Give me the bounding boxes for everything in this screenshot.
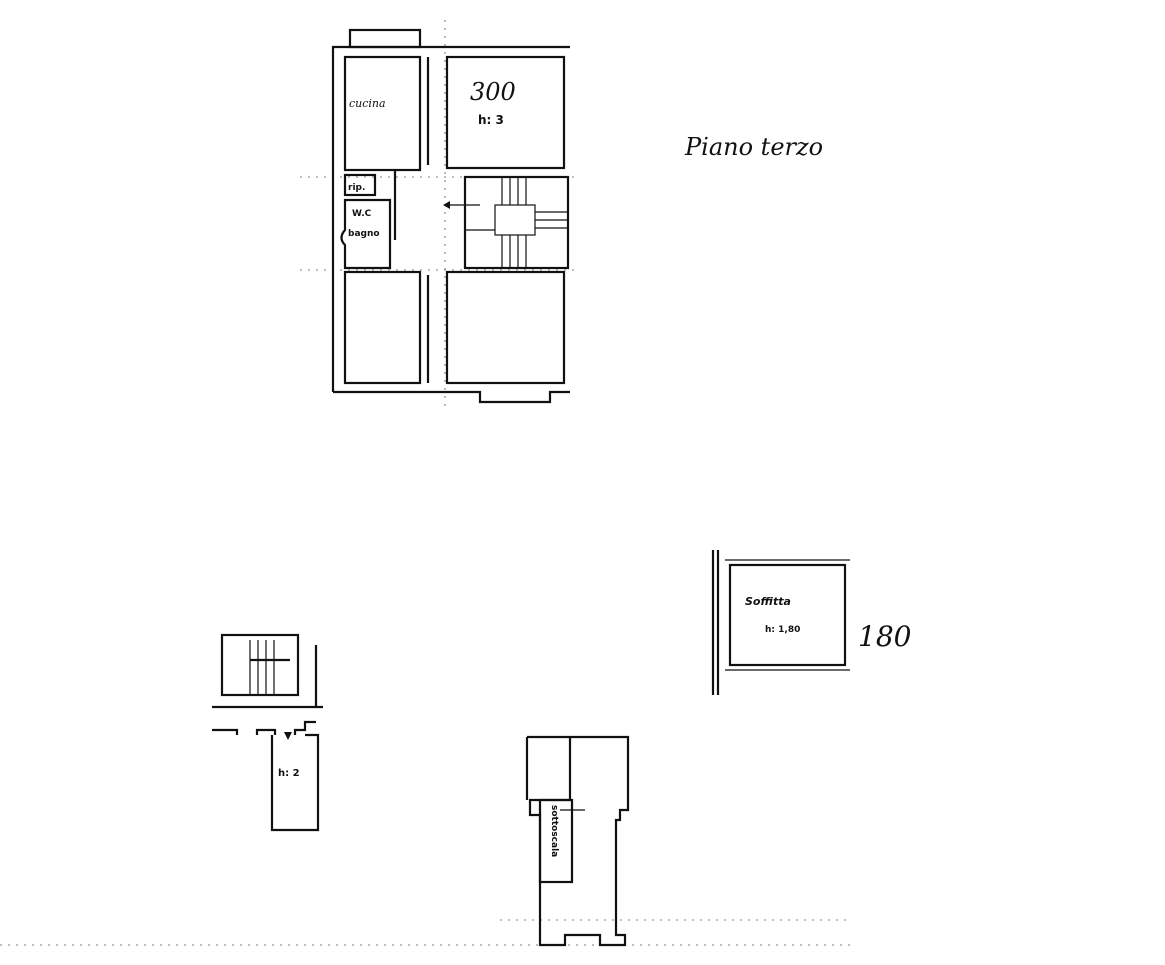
height-label-cellar: h: 2 xyxy=(278,768,300,779)
attic-plan xyxy=(711,550,850,695)
main-floor-plan xyxy=(331,28,570,404)
understairs-plan xyxy=(525,735,630,947)
room-label-understairs: sottoscala xyxy=(549,805,559,857)
room-top-right xyxy=(445,55,566,170)
room-wc xyxy=(340,198,392,270)
room-label-bathroom: bagno xyxy=(348,229,380,239)
height-label-attic: h: 1,80 xyxy=(765,625,800,635)
room-bottom-left xyxy=(343,270,422,385)
room-kitchen xyxy=(343,55,422,172)
plan-title: Piano terzo xyxy=(684,133,823,161)
annotation-180: 180 xyxy=(858,620,911,653)
room-label-wc: W.C xyxy=(352,209,372,219)
room-bottom-right xyxy=(445,270,566,385)
room-storage xyxy=(343,173,377,197)
staircase xyxy=(443,175,570,270)
room-label-kitchen: cucina xyxy=(349,97,386,110)
room-label-attic: Soffitta xyxy=(745,595,791,608)
room-label-storage: rip. xyxy=(348,183,365,193)
cellar-plan xyxy=(212,633,323,832)
height-label-main: h: 3 xyxy=(478,113,504,127)
annotation-300: 300 xyxy=(470,78,516,106)
